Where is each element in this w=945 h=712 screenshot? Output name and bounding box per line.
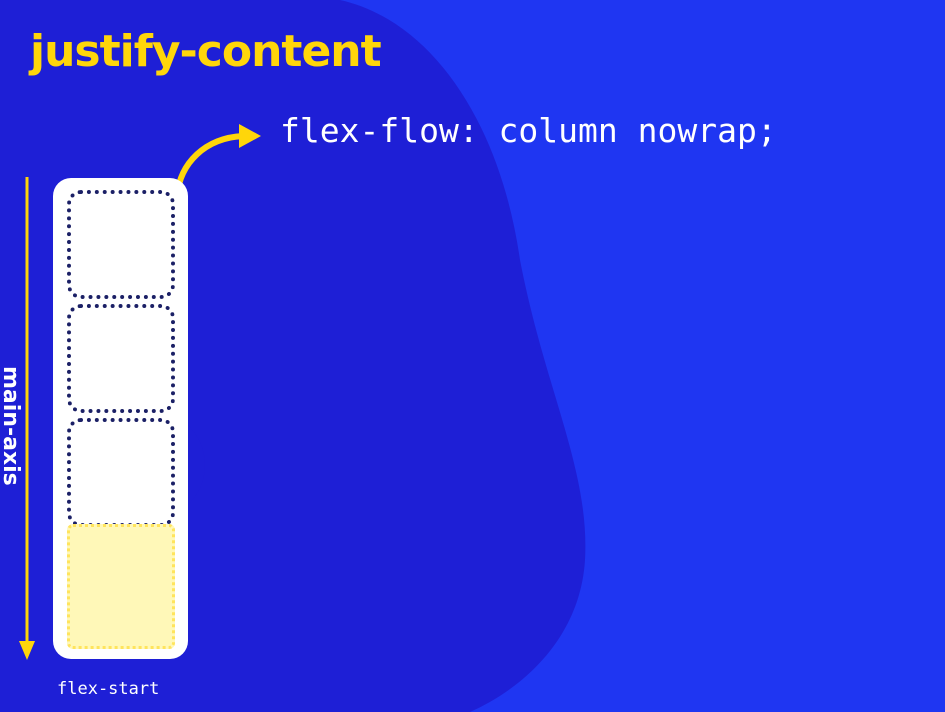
main-axis-arrow-icon	[19, 177, 35, 660]
flex-item-3	[67, 418, 175, 527]
free-space-area	[67, 524, 175, 649]
flex-item-1	[67, 190, 175, 299]
flex-container	[53, 178, 188, 659]
justify-value-caption: flex-start	[57, 679, 160, 699]
code-snippet: flex-flow: column nowrap;	[280, 111, 777, 150]
flex-item-2	[67, 304, 175, 413]
page-title: justify-content	[30, 26, 382, 77]
main-axis-label: main-axis	[0, 366, 23, 486]
